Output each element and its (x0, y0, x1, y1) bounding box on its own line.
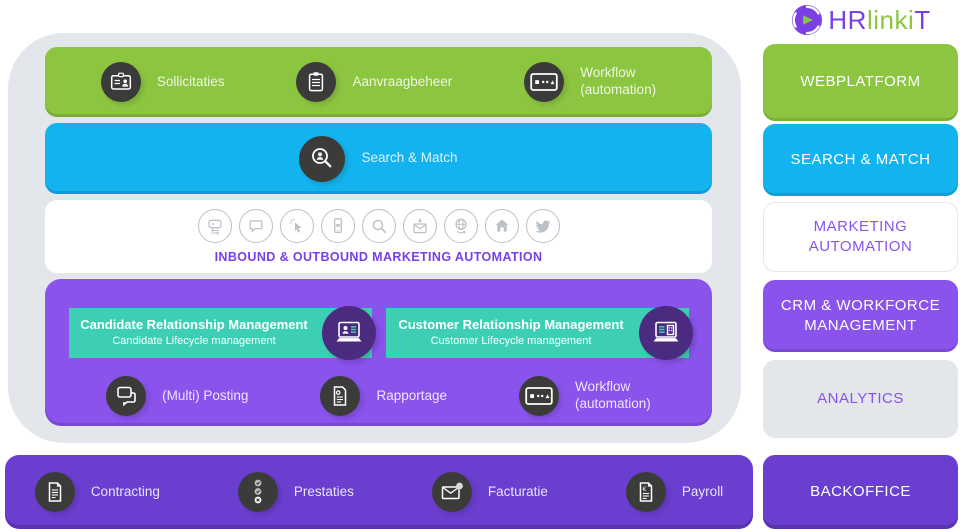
legend-webplatform: WEBPLATFORM (763, 44, 958, 121)
workflow-icon (519, 376, 560, 416)
feature-label: Workflow(automation) (575, 379, 651, 411)
marketing-caption: INBOUND & OUTBOUND MARKETING AUTOMATION (214, 250, 543, 264)
hrlinkit-logo: HRlinkiT (763, 2, 958, 38)
marketing-icons-row (197, 209, 560, 243)
workflow-icon (524, 62, 565, 102)
feature-label: Aanvraagbeheer (352, 73, 453, 89)
feature-rapportage: Rapportage (320, 376, 447, 416)
search-match-band: Search & Match (45, 123, 712, 194)
legend-backoffice: BACKOFFICE (763, 455, 958, 529)
feature-label: Sollicitaties (156, 73, 225, 89)
clipboard-icon (296, 62, 337, 102)
hrlinkit-logo-icon (790, 3, 824, 37)
feature-label: Contracting (90, 483, 160, 499)
feature-workflow-crm: Workflow(automation) (519, 376, 651, 416)
crm-boxes: Candidate Relationship Management Candid… (68, 306, 693, 360)
hrlinkit-logo-text: HRlinkiT (828, 4, 931, 35)
crm-box-title: Candidate Relationship Management (80, 317, 308, 333)
feature-label: Search & Match (361, 150, 458, 166)
search-person-icon (299, 135, 346, 182)
legend-analytics: ANALYTICS (763, 360, 958, 438)
feature-payroll: € Payroll (625, 472, 724, 512)
feature-facturatie: Facturatie (431, 472, 548, 512)
crm-box-title: Customer Relationship Management (398, 317, 624, 333)
legend-marketing-automation: MARKETING AUTOMATION (763, 202, 958, 272)
feature-label: Rapportage (376, 387, 448, 403)
legend-crm-workforce: CRM & WORKFORCE MANAGEMENT (763, 280, 958, 352)
svg-text:€: € (643, 486, 647, 493)
invoice-mail-icon (431, 472, 472, 512)
laptop-candidate-icon (321, 306, 376, 360)
retargeting-icon (197, 209, 232, 243)
feature-multi-posting: (Multi) Posting (106, 376, 248, 416)
customer-crm-box: Customer Relationship Management Custome… (385, 306, 693, 360)
global-share-icon (443, 209, 478, 243)
click-cursor-icon (279, 209, 314, 243)
feature-sollicitaties: Sollicitaties (100, 62, 225, 102)
inbound-mail-icon (402, 209, 437, 243)
feature-label: (Multi) Posting (162, 387, 249, 403)
feature-workflow: Workflow(automation) (524, 62, 656, 102)
crm-items-row: (Multi) Posting Rapportage (106, 376, 651, 416)
mobile-phone-icon (320, 209, 355, 243)
twitter-bird-icon (525, 209, 560, 243)
contract-icon (34, 472, 75, 512)
feature-prestaties: Prestaties (237, 472, 354, 512)
chat-bubble-icon (238, 209, 273, 243)
webplatform-band: Sollicitaties Aanvraagbeheer (45, 47, 712, 117)
multi-posting-icon (106, 376, 147, 416)
legend-sidebar: HRlinkiT WEBPLATFORM SEARCH & MATCH MARK… (763, 0, 958, 532)
feature-label: Facturatie (487, 483, 548, 499)
feature-label: Prestaties (293, 483, 354, 499)
marketing-band: INBOUND & OUTBOUND MARKETING AUTOMATION (45, 200, 712, 273)
checklist-icon (237, 472, 278, 512)
feature-label: Workflow(automation) (580, 65, 657, 97)
crm-box-subtitle: Customer Lifecycle management (430, 335, 592, 348)
crm-box-subtitle: Candidate Lifecycle management (112, 335, 276, 348)
home-icon (484, 209, 519, 243)
candidate-crm-box: Candidate Relationship Management Candid… (68, 306, 376, 360)
feature-aanvraagbeheer: Aanvraagbeheer (296, 62, 452, 102)
payroll-icon: € (625, 472, 666, 512)
id-badge-icon (100, 62, 141, 102)
report-icon (320, 376, 361, 416)
legend-search-match: SEARCH & MATCH (763, 124, 958, 196)
laptop-company-icon (638, 306, 693, 360)
magnifier-icon (361, 209, 396, 243)
diagram-container: Sollicitaties Aanvraagbeheer (8, 33, 741, 443)
feature-contracting: Contracting (34, 472, 160, 512)
crm-band: Candidate Relationship Management Candid… (45, 279, 712, 426)
feature-search-match: Search & Match (299, 135, 458, 182)
feature-label: Payroll (681, 483, 724, 499)
backoffice-bar: Contracting Prestaties Facturatie (5, 455, 753, 529)
